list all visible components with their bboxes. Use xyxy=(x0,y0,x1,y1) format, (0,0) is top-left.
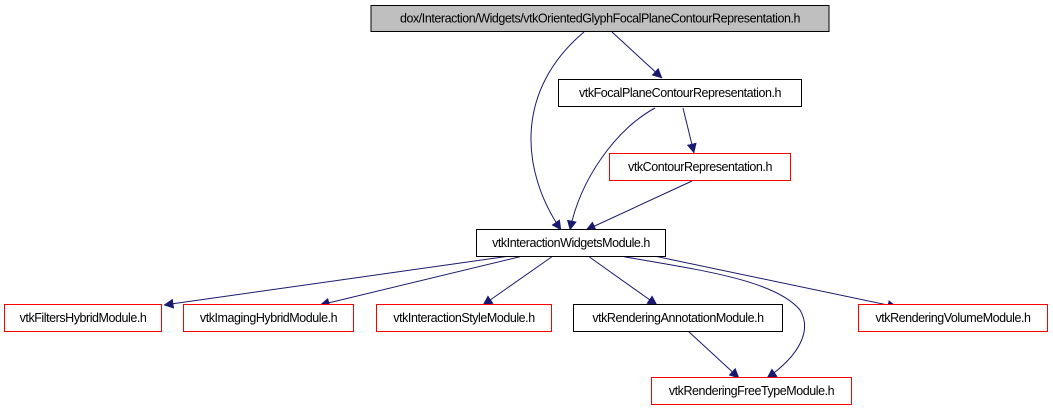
node-label: vtkInteractionWidgetsModule.h xyxy=(492,236,650,250)
node-label: vtkRenderingFreeTypeModule.h xyxy=(669,384,835,398)
node-rendering-free-type-module-header[interactable]: vtkRenderingFreeTypeModule.h xyxy=(651,377,852,405)
edge-interaction-widgets-module-to-imaging-hybrid xyxy=(319,255,524,308)
node-label: dox/Interaction/Widgets/vtkOrientedGlyph… xyxy=(400,12,801,26)
node-label: vtkRenderingAnnotationModule.h xyxy=(592,311,764,325)
edge-root-to-focal-plane-contour xyxy=(611,31,663,79)
edge-root-to-interaction-widgets-module xyxy=(530,31,585,231)
edge-rendering-annotation-to-rendering-free-type xyxy=(687,330,740,379)
node-focal-plane-contour-representation-header[interactable]: vtkFocalPlaneContourRepresentation.h xyxy=(558,79,802,107)
edge-interaction-widgets-module-to-rendering-free-type xyxy=(619,255,805,379)
node-label: vtkFiltersHybridModule.h xyxy=(20,311,147,325)
node-label: vtkFocalPlaneContourRepresentation.h xyxy=(579,86,781,100)
node-filters-hybrid-module-header[interactable]: vtkFiltersHybridModule.h xyxy=(4,304,162,332)
node-label: vtkRenderingVolumeModule.h xyxy=(875,311,1031,325)
edge-interaction-widgets-module-to-rendering-annotation xyxy=(587,255,658,306)
node-interaction-style-module-header[interactable]: vtkInteractionStyleModule.h xyxy=(376,304,552,332)
node-rendering-volume-module-header[interactable]: vtkRenderingVolumeModule.h xyxy=(858,304,1048,332)
edge-interaction-widgets-module-to-rendering-volume xyxy=(639,252,898,310)
node-contour-representation-header[interactable]: vtkContourRepresentation.h xyxy=(609,153,791,181)
edge-focal-plane-contour-to-interaction-widgets-module xyxy=(566,107,656,231)
node-label: vtkInteractionStyleModule.h xyxy=(393,311,535,325)
edges xyxy=(163,31,898,379)
node-label: vtkContourRepresentation.h xyxy=(628,160,772,174)
node-imaging-hybrid-module-header[interactable]: vtkImagingHybridModule.h xyxy=(183,304,354,332)
node-rendering-annotation-module-header[interactable]: vtkRenderingAnnotationModule.h xyxy=(573,304,783,332)
edge-interaction-widgets-module-to-interaction-style xyxy=(482,255,554,306)
edge-contour-representation-to-interaction-widgets-module xyxy=(585,180,693,231)
node-label: vtkImagingHybridModule.h xyxy=(200,311,338,325)
node-oriented-glyph-focal-plane-contour-representation-header[interactable]: dox/Interaction/Widgets/vtkOrientedGlyph… xyxy=(370,5,830,32)
edge-interaction-widgets-module-to-filters-hybrid xyxy=(163,255,511,309)
node-interaction-widgets-module-header[interactable]: vtkInteractionWidgetsModule.h xyxy=(476,229,666,257)
edge-focal-plane-contour-to-contour-representation xyxy=(682,107,697,154)
